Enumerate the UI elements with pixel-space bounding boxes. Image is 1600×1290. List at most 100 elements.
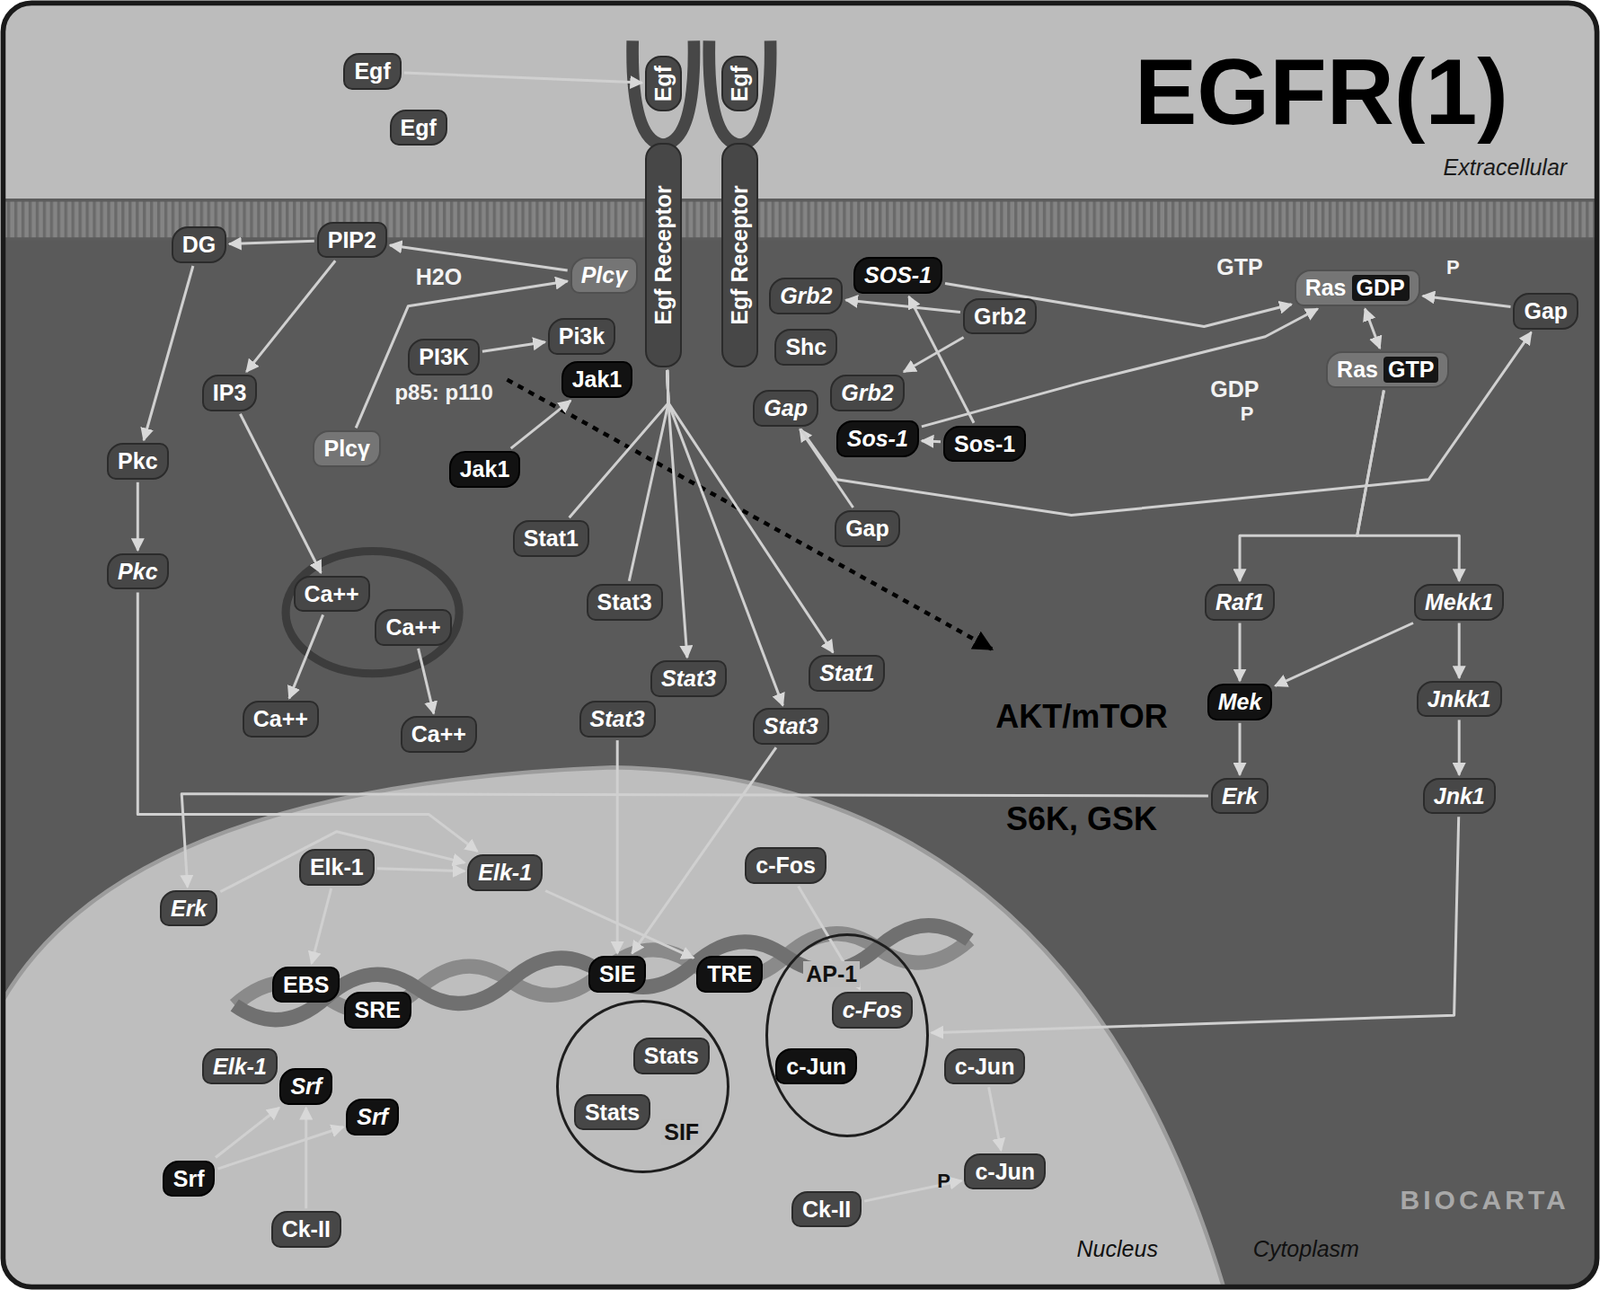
protein-node: Egf	[645, 55, 682, 112]
node-label: Gap	[763, 395, 808, 422]
node-label: Egf Receptor	[650, 185, 677, 326]
node-label: TRE	[707, 961, 752, 988]
pathway-arrow	[545, 891, 694, 959]
node-label: Shc	[785, 334, 827, 361]
protein-node: RasGDP	[1294, 269, 1421, 307]
protein-node: c-Jun	[775, 1048, 858, 1086]
node-label: Ras	[1305, 274, 1347, 301]
protein-node: Mekk1	[1414, 583, 1504, 621]
pathway-arrow	[800, 332, 1531, 516]
protein-node: Jak1	[561, 361, 634, 398]
pathway-arrow	[1239, 390, 1384, 582]
protein-node: Srf	[162, 1160, 216, 1198]
protein-node: Srf	[345, 1098, 399, 1136]
node-label: c-Jun	[954, 1053, 1016, 1080]
node-label: SOS-1	[864, 262, 932, 289]
pathway-arrow	[931, 816, 1459, 1033]
node-label: Ck-II	[282, 1216, 331, 1243]
pathway-arrow	[218, 1127, 345, 1170]
protein-node: Raf1	[1204, 583, 1275, 621]
pathway-arrow	[798, 886, 861, 991]
node-label: Gap	[1523, 298, 1568, 325]
pathway-arrow	[215, 1107, 280, 1159]
protein-node: Sos-1	[836, 420, 920, 458]
node-label: Grb2	[779, 282, 832, 310]
pathway-arrow	[989, 1087, 1002, 1150]
node-label: DG	[182, 231, 217, 258]
node-label: SIF	[661, 1119, 702, 1146]
free-label: P	[1240, 403, 1255, 425]
pathway-arrow	[143, 265, 194, 441]
node-label: Ca++	[385, 614, 441, 641]
protein-node: Ca++	[400, 716, 478, 753]
protein-node: EBS	[272, 966, 340, 1004]
free-label: P	[937, 1170, 951, 1193]
pathway-arrow	[1238, 723, 1242, 776]
node-label: Stat1	[819, 660, 875, 687]
protein-node: Egf	[343, 53, 401, 90]
pathway-arrow	[1458, 623, 1461, 679]
protein-node: Stat3	[650, 660, 727, 698]
protein-node: Mek	[1207, 683, 1273, 721]
protein-node: Elk-1	[467, 854, 543, 892]
node-label: Sos-1	[847, 425, 909, 452]
node-label: PIP2	[327, 227, 377, 254]
protein-node: SRE	[344, 991, 412, 1029]
node-label: Jnk1	[1433, 783, 1486, 810]
protein-node: Grb2	[963, 298, 1037, 336]
protein-node: Egf	[721, 55, 759, 112]
node-label: Plcγ	[581, 262, 628, 289]
free-label: H2O	[415, 265, 462, 291]
extracellular-space	[2, 2, 1597, 199]
free-label: Cytoplasm	[1253, 1237, 1360, 1264]
node-label: AP-1	[803, 961, 860, 988]
protein-node: Plcγ	[312, 430, 381, 468]
protein-node: Stats	[633, 1037, 710, 1075]
pathway-arrow	[137, 592, 478, 851]
pathway-arrow	[667, 370, 834, 653]
protein-node: Stat1	[512, 520, 590, 557]
free-label: P	[1446, 256, 1460, 278]
node-label: Jnkk1	[1427, 686, 1492, 713]
free-label: p85: p110	[394, 380, 493, 405]
free-label: Nucleus	[1077, 1237, 1159, 1264]
complex-outline: SIFStatsStats	[556, 999, 730, 1174]
node-label: Mek	[1218, 689, 1263, 716]
node-label: Srf	[290, 1073, 322, 1100]
free-label: Extracellular	[1443, 156, 1568, 182]
node-label: Elk-1	[212, 1053, 267, 1080]
node-label: Stat3	[661, 665, 717, 692]
pathway-arrow	[311, 888, 332, 964]
node-label: GDP	[1352, 274, 1410, 301]
node-label: Pkc	[117, 448, 158, 475]
protein-node: Jnkk1	[1416, 680, 1503, 718]
node-label: PI3K	[418, 344, 469, 371]
protein-node: Stat3	[579, 700, 656, 738]
protein-node: Egf Receptor	[645, 142, 682, 368]
protein-node: Grb2	[769, 277, 843, 315]
protein-node: Pkc	[106, 442, 168, 480]
node-label: Elk-1	[309, 854, 364, 881]
free-label: GTP	[1216, 255, 1263, 281]
pathway-arrow	[667, 370, 688, 658]
node-label: Gap	[845, 515, 890, 542]
free-label: S6K, GSK	[1006, 801, 1158, 838]
protein-node: Ca++	[242, 700, 319, 738]
pathway-arrow	[355, 281, 568, 428]
protein-node: Ck-II	[271, 1211, 342, 1248]
node-label: Grb2	[973, 303, 1026, 330]
pathway-arrow	[289, 614, 324, 699]
pathway-arrow	[136, 482, 140, 551]
node-label: Stat3	[763, 713, 819, 740]
protein-node: Sos-1	[943, 425, 1026, 463]
protein-node: PI3K	[407, 338, 480, 376]
protein-node: Ca++	[293, 575, 371, 613]
protein-node: SIE	[588, 955, 646, 993]
node-label: Plcγ	[323, 435, 370, 462]
protein-node: Stat3	[752, 707, 830, 745]
pathway-arrow	[1357, 390, 1460, 582]
node-label: SIE	[599, 961, 636, 988]
protein-node: c-Fos	[744, 847, 827, 884]
